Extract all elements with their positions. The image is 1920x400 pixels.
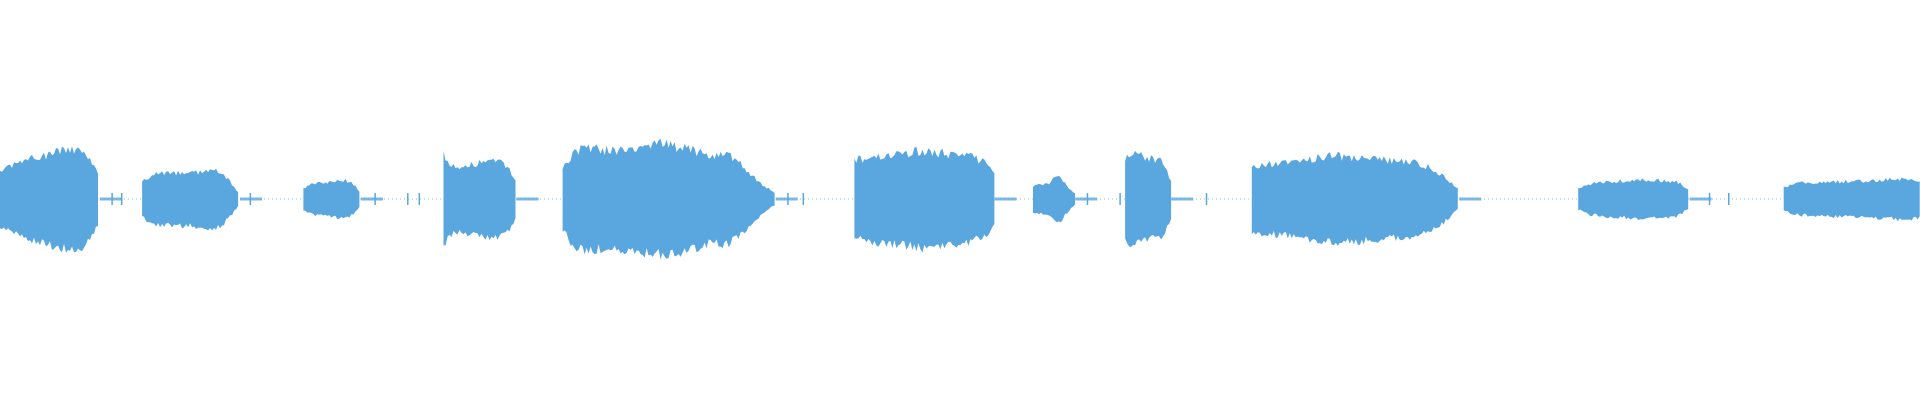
waveform-segment: [0, 146, 98, 253]
waveform-blips: [111, 193, 1730, 205]
waveform-blip: [787, 193, 789, 205]
waveform-segments: [0, 138, 1920, 260]
waveform-tail: [1459, 197, 1482, 201]
waveform-segment: [1783, 177, 1920, 222]
waveform-tail: [994, 197, 1017, 201]
waveform-segment: [443, 150, 516, 246]
waveform-blip: [111, 193, 113, 205]
waveform-blip: [1708, 193, 1711, 205]
waveform-segment: [1578, 178, 1689, 220]
waveform-tail: [1689, 197, 1712, 201]
waveform-blip: [407, 193, 409, 205]
waveform-segment: [1033, 175, 1075, 223]
waveform-blip: [249, 193, 252, 205]
waveform-segment: [562, 138, 775, 260]
waveform-tail: [1171, 197, 1194, 201]
waveform-blip: [1728, 193, 1730, 205]
waveform-tail: [775, 197, 798, 201]
waveform-segment: [142, 168, 239, 231]
waveform-tail: [360, 197, 383, 201]
waveform-blip: [802, 193, 805, 205]
waveform-segment: [1251, 152, 1458, 246]
waveform-segment: [854, 146, 995, 253]
waveform-segment: [1125, 150, 1172, 247]
waveform-blip: [418, 193, 421, 205]
waveform-blip: [1119, 193, 1121, 205]
waveform-blip: [374, 193, 376, 205]
waveform-tail: [99, 197, 122, 201]
waveform-blip: [1086, 193, 1089, 205]
waveform-blip: [1205, 193, 1208, 205]
waveform-tail: [516, 197, 539, 201]
waveform-segment: [303, 178, 360, 220]
waveform-tail: [1075, 197, 1098, 201]
waveform-blip: [120, 193, 123, 205]
